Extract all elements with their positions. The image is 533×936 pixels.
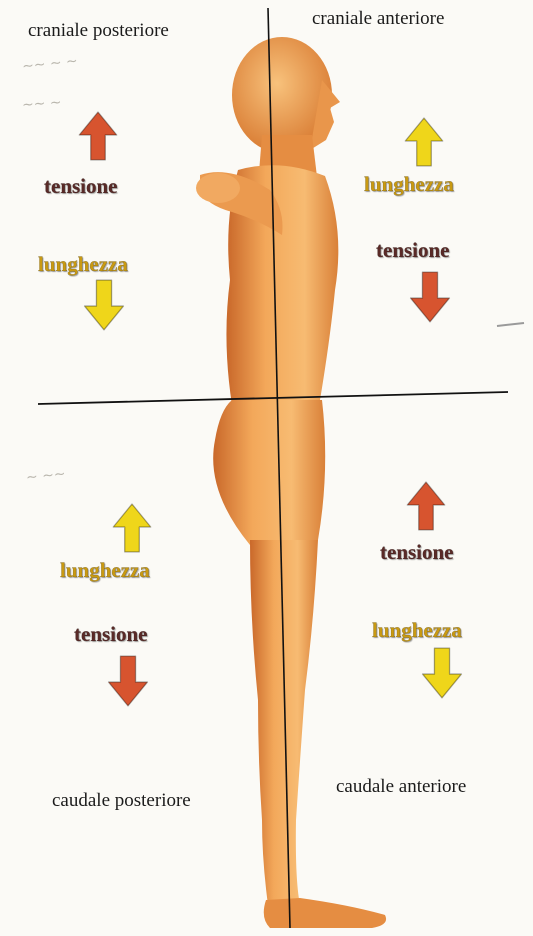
figure-legs bbox=[250, 540, 318, 905]
quadrant-title-top-left: craniale posteriore bbox=[28, 20, 169, 42]
figure-hips bbox=[213, 400, 325, 545]
lunghezza-down-arrow-icon bbox=[418, 646, 466, 700]
figure-hands bbox=[196, 173, 240, 203]
lunghezza-up-arrow-icon bbox=[402, 116, 446, 168]
tensione-up-arrow-icon bbox=[76, 110, 120, 162]
tensione-up-arrow-icon bbox=[404, 480, 448, 532]
lunghezza-label: lunghezza bbox=[38, 252, 128, 277]
lunghezza-up-arrow-icon bbox=[110, 502, 154, 554]
tensione-label: tensione bbox=[74, 622, 148, 647]
figure-foot bbox=[264, 898, 386, 928]
tensione-down-arrow-icon bbox=[104, 654, 152, 708]
lunghezza-down-arrow-icon bbox=[80, 278, 128, 332]
tensione-label: tensione bbox=[44, 174, 118, 199]
tensione-label: tensione bbox=[376, 238, 450, 263]
lunghezza-label: lunghezza bbox=[372, 618, 462, 643]
quadrant-title-top-right: craniale anteriore bbox=[312, 8, 444, 30]
lunghezza-label: lunghezza bbox=[364, 172, 454, 197]
tensione-label: tensione bbox=[380, 540, 454, 565]
quadrant-title-bottom-right: caudale anteriore bbox=[336, 776, 466, 798]
margin-mark bbox=[497, 323, 524, 326]
tensione-down-arrow-icon bbox=[406, 270, 454, 324]
handwritten-scribble: ~~ ~ bbox=[21, 95, 62, 114]
quadrant-title-bottom-left: caudale posteriore bbox=[52, 790, 191, 812]
lunghezza-label: lunghezza bbox=[60, 558, 150, 583]
